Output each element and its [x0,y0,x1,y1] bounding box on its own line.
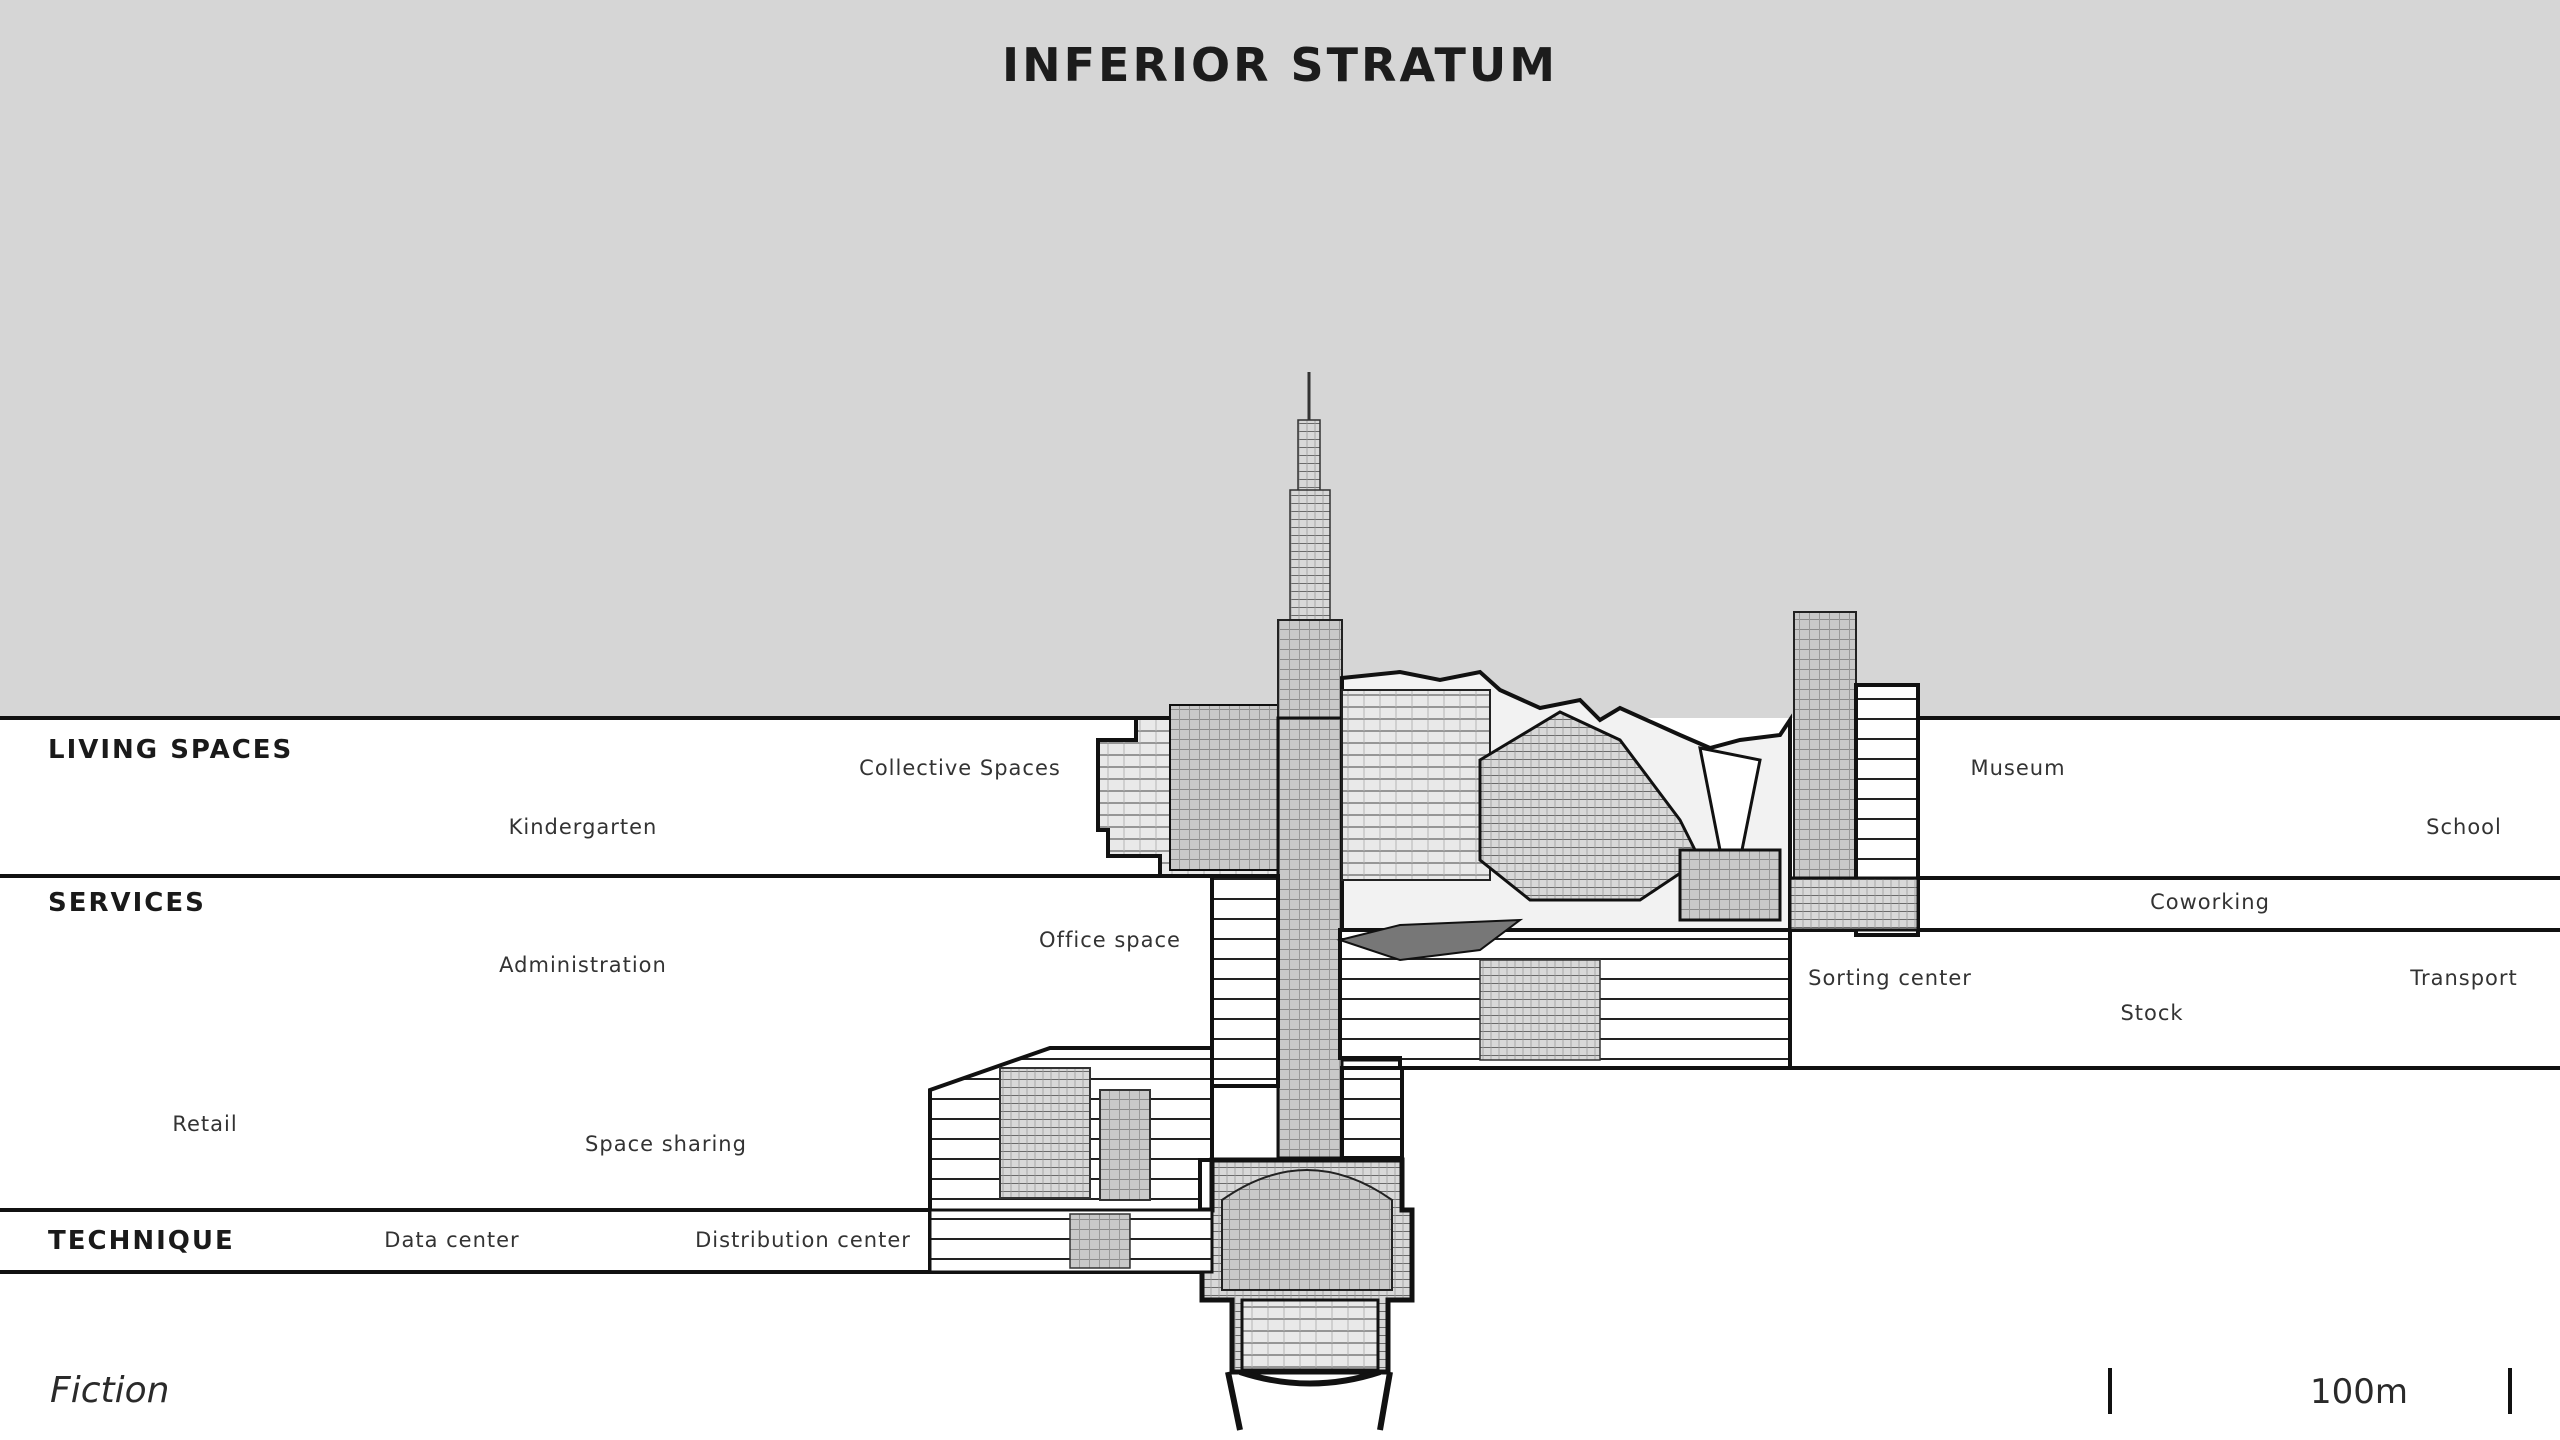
label-retail: Retail [172,1112,238,1136]
stratum-lines [0,716,2560,1274]
fiction-caption: Fiction [50,1370,170,1411]
spire-tower [1276,372,1344,1160]
band-label-technique: TECHNIQUE [48,1226,235,1256]
sky-background [0,0,2560,718]
label-administration: Administration [499,953,667,977]
station-core [1199,1157,1415,1431]
technique-building [928,1208,1214,1274]
band-label-services: SERVICES [48,888,206,918]
scale-bar [2108,1368,2512,1414]
label-transport: Transport [2410,966,2518,990]
label-collective-spaces: Collective Spaces [859,756,1061,780]
band-label-living: LIVING SPACES [48,735,294,765]
label-distribution-center: Distribution center [695,1228,911,1252]
label-space-sharing: Space sharing [585,1132,747,1156]
label-kindergarten: Kindergarten [508,815,658,839]
sorting-center-block [1336,918,1792,1070]
label-stock: Stock [2120,1001,2184,1025]
central-hall [1340,669,1792,932]
label-museum: Museum [1970,756,2066,780]
page-title: INFERIOR STRATUM [1002,38,1558,92]
label-coworking: Coworking [2150,890,2270,914]
label-office-space: Office space [1039,928,1181,952]
label-school: School [2426,815,2502,839]
label-data-center: Data center [384,1228,520,1252]
right-tower [1788,611,1920,937]
living-block-left [1096,704,1282,878]
label-sorting-center: Sorting center [1808,966,1972,990]
